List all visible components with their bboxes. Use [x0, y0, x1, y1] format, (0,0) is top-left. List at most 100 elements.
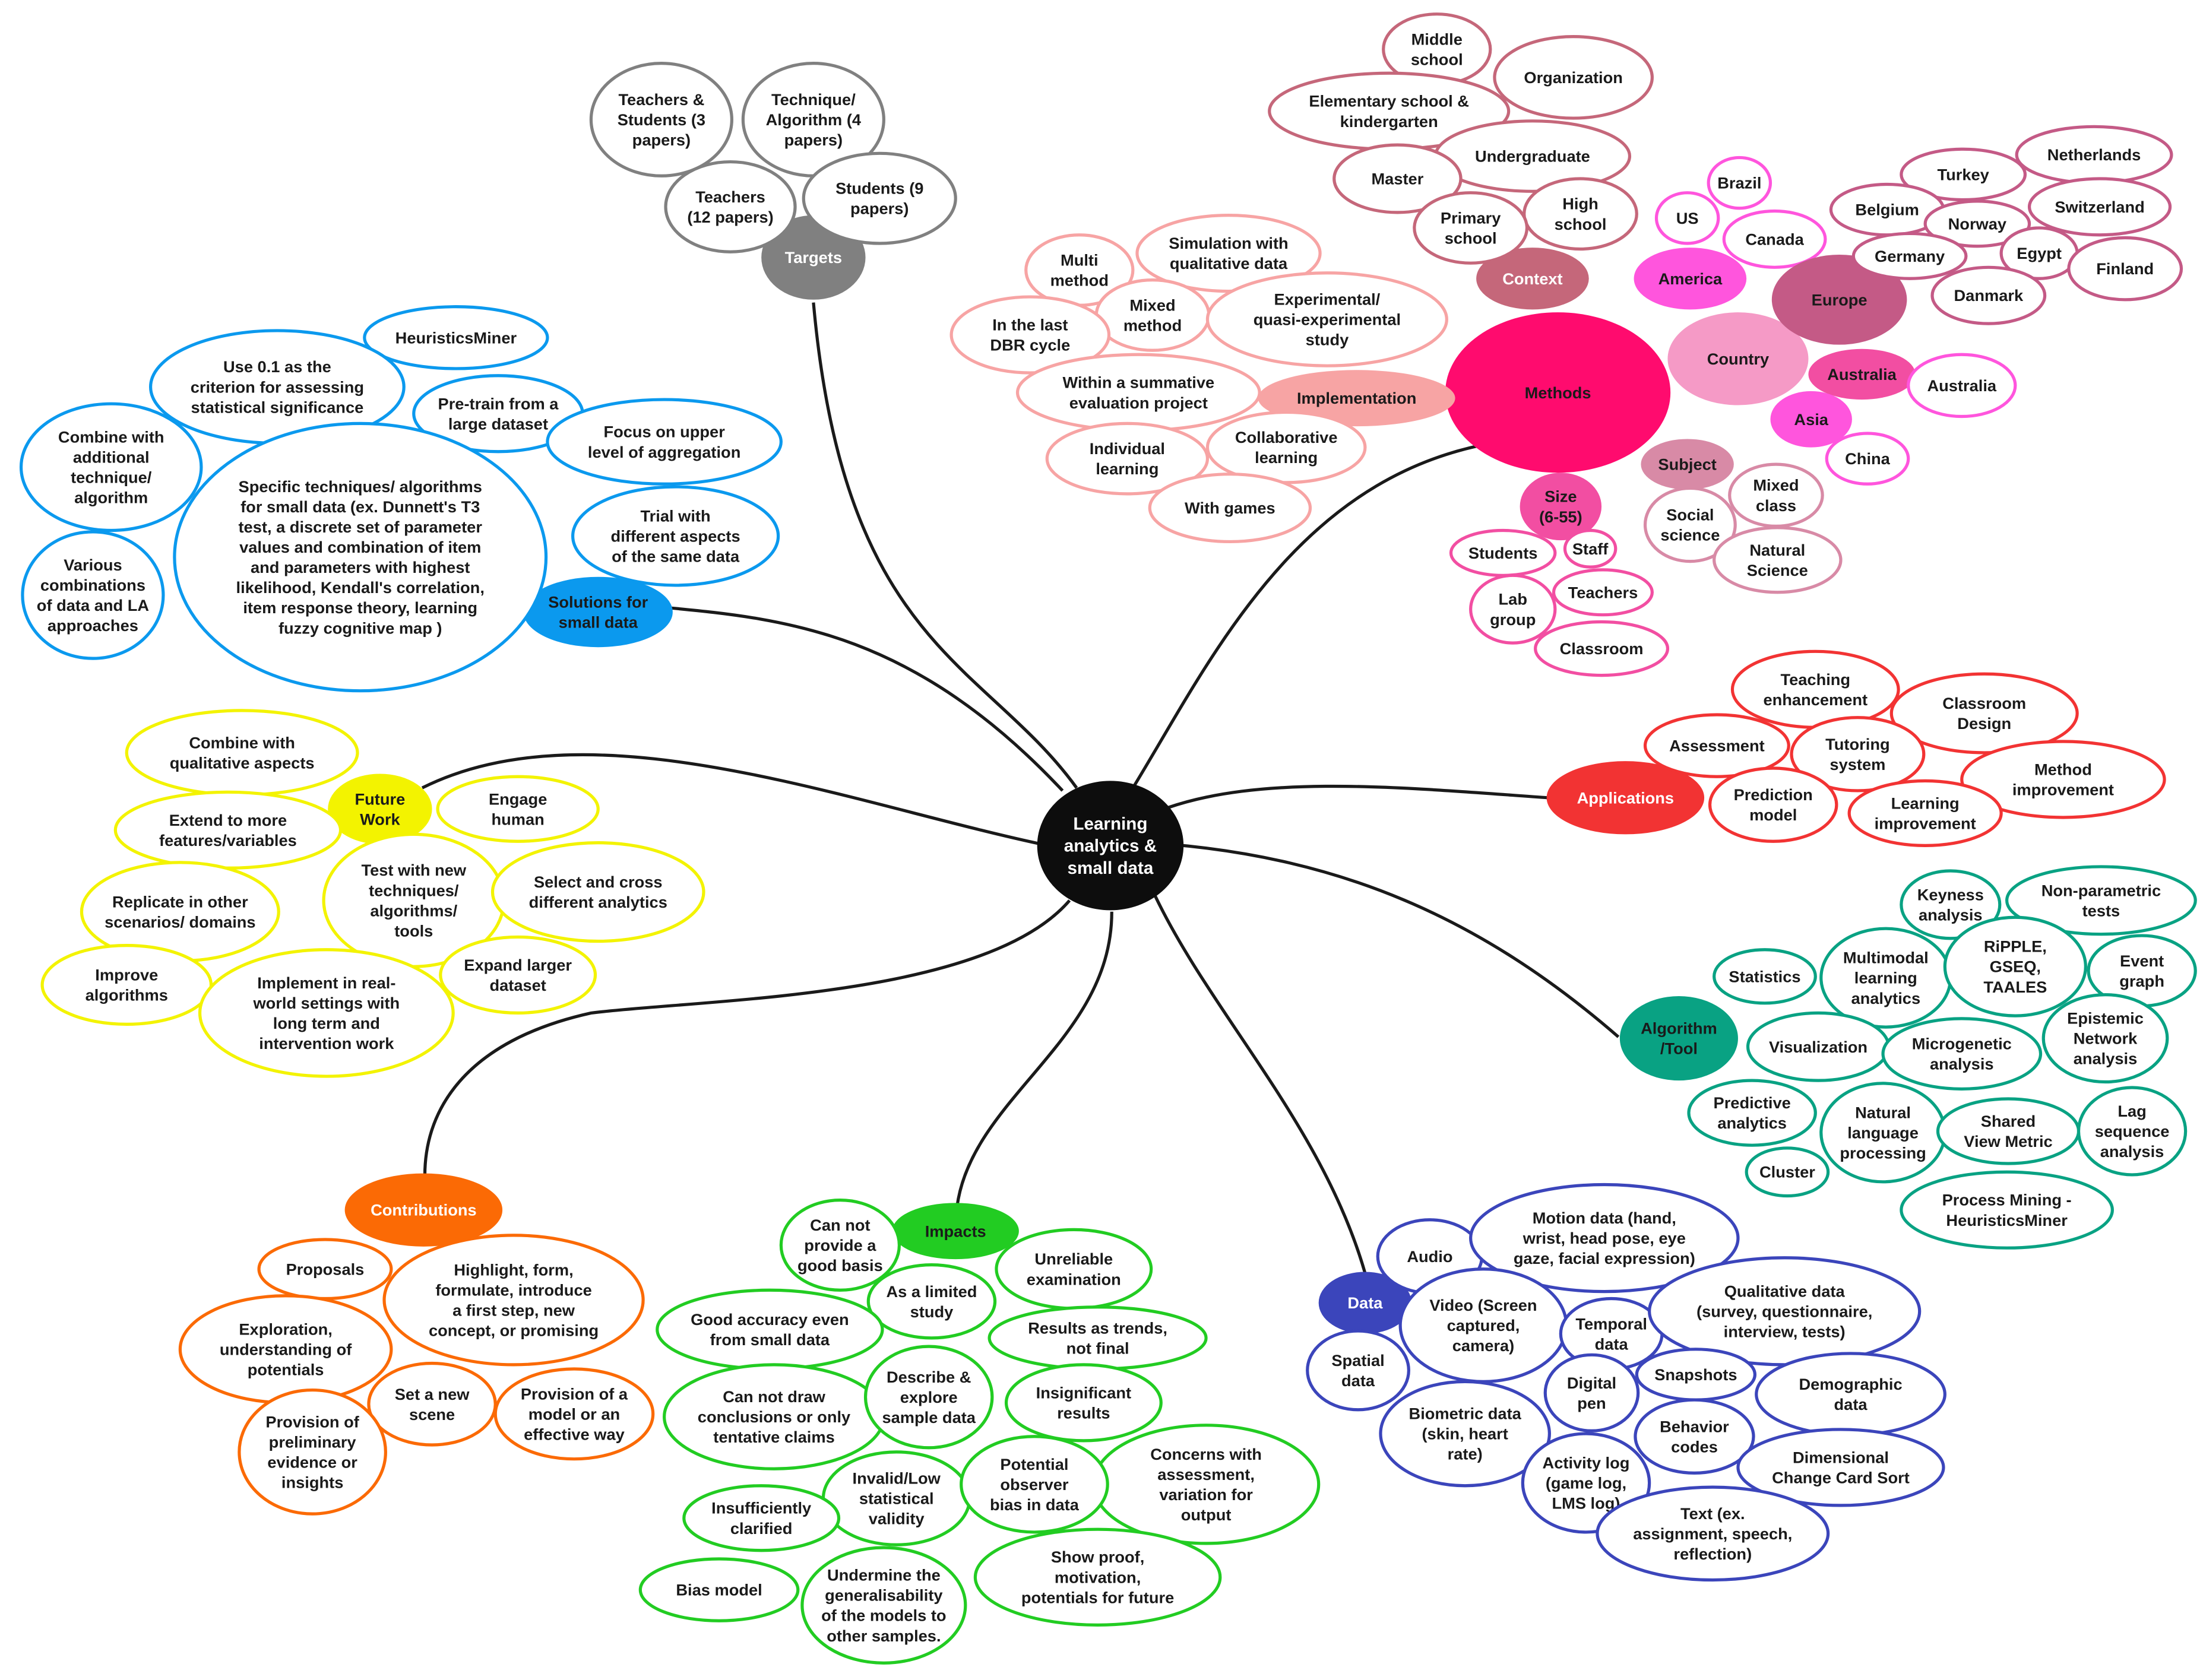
china-node: China	[1825, 432, 1910, 486]
node-label: Implementation	[1297, 389, 1416, 407]
node-label: Switzerland	[2055, 198, 2144, 216]
visualization-node: Visualization	[1746, 1011, 1891, 1082]
connector-data	[1153, 892, 1367, 1274]
node-label: Proposals	[286, 1260, 365, 1278]
staff-node: Staff	[1563, 528, 1618, 569]
organization-node: Organization	[1493, 35, 1654, 120]
node-label: Show proof,motivation,potentials for fut…	[1021, 1548, 1174, 1606]
node-label: Context	[1502, 270, 1562, 288]
master-node: Master	[1332, 143, 1463, 214]
node-label: Turkey	[1937, 165, 1989, 183]
node-label: Teachers(12 papers)	[687, 188, 773, 226]
teachers-12-papers-node: Teachers(12 papers)	[664, 160, 797, 253]
egypt-node: Egypt	[1999, 226, 2079, 280]
america-hub: America	[1634, 248, 1747, 310]
node-label: Subject	[1658, 455, 1716, 474]
node-label: Students	[1468, 544, 1538, 562]
cluster-node: Cluster	[1745, 1146, 1830, 1198]
us-node: US	[1654, 191, 1720, 245]
connector-algorithm	[1167, 842, 1620, 1038]
germany-node: Germany	[1851, 232, 1968, 280]
node-label: Activity log(game log,LMS log)	[1543, 1453, 1630, 1512]
node-label: China	[1845, 449, 1891, 468]
connector-applications	[1167, 784, 1549, 809]
heuristicsminer-node: HeuristicsMiner	[363, 305, 549, 370]
node-label: Algorithm/Tool	[1641, 1019, 1717, 1058]
node-label: Audio	[1407, 1247, 1452, 1266]
connector-contributions	[423, 899, 1071, 1182]
node-label: Elementary school &kindergarten	[1309, 92, 1469, 131]
connector-impacts	[955, 911, 1113, 1207]
node-label: Size(6-55)	[1539, 487, 1582, 526]
node-label: Text (ex.assignment, speech,reflection)	[1633, 1504, 1792, 1563]
node-label: Norway	[1948, 214, 2007, 233]
node-label: Undergraduate	[1475, 147, 1590, 166]
size-6-55-hub: Size(6-55)	[1520, 473, 1602, 541]
finland-node: Finland	[2067, 236, 2183, 302]
applications-hub: Applications	[1546, 761, 1705, 835]
node-label: Teachers	[1568, 583, 1638, 601]
node-label: Staff	[1572, 540, 1609, 558]
node-label: Organization	[1524, 68, 1623, 87]
node-label: Cluster	[1759, 1163, 1815, 1181]
node-label: Netherlands	[2047, 145, 2141, 164]
